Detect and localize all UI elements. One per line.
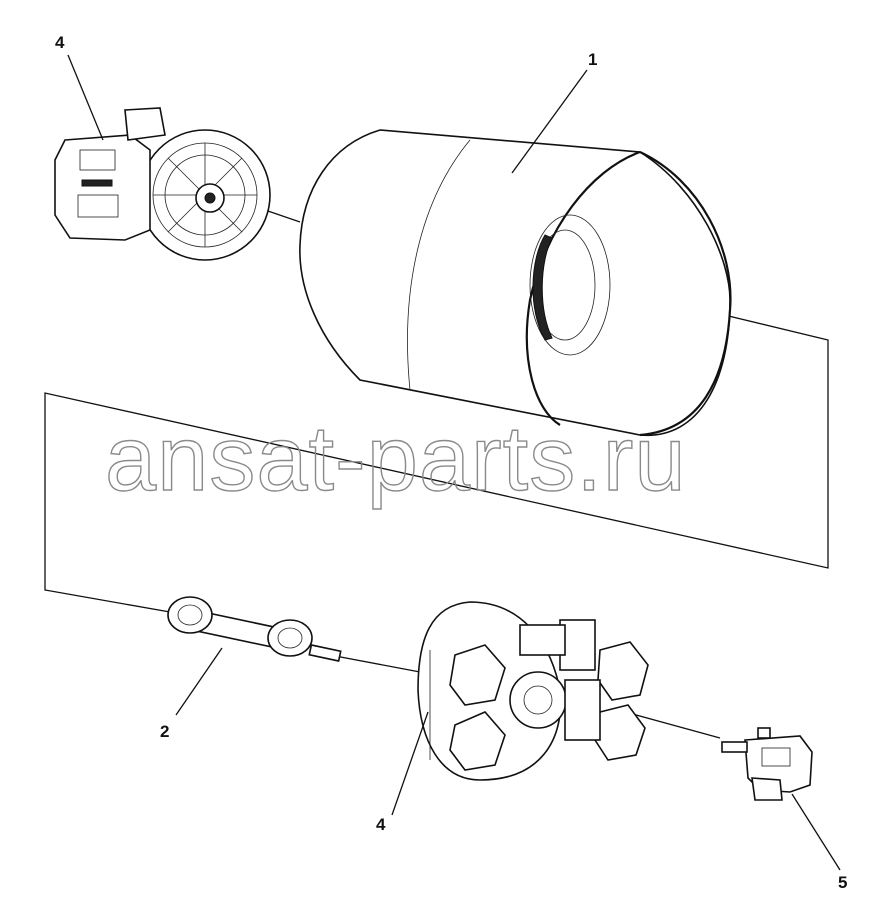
- bottom-drive-unit-part: [417, 601, 649, 781]
- leader-lines: [67, 54, 841, 871]
- pump-part: [721, 727, 813, 801]
- callout-2-shaft: 2: [160, 722, 169, 741]
- drum-part: [299, 129, 732, 437]
- shaft-part: [167, 596, 342, 662]
- watermark-text: ansat-parts.ru: [105, 408, 687, 510]
- callout-5-pump: 5: [838, 873, 847, 892]
- top-drive-unit-part: [54, 107, 271, 261]
- callout-4-bottom-drive: 4: [376, 815, 386, 834]
- callout-4-top-drive: 4: [55, 33, 65, 52]
- callout-1-drum: 1: [588, 50, 597, 69]
